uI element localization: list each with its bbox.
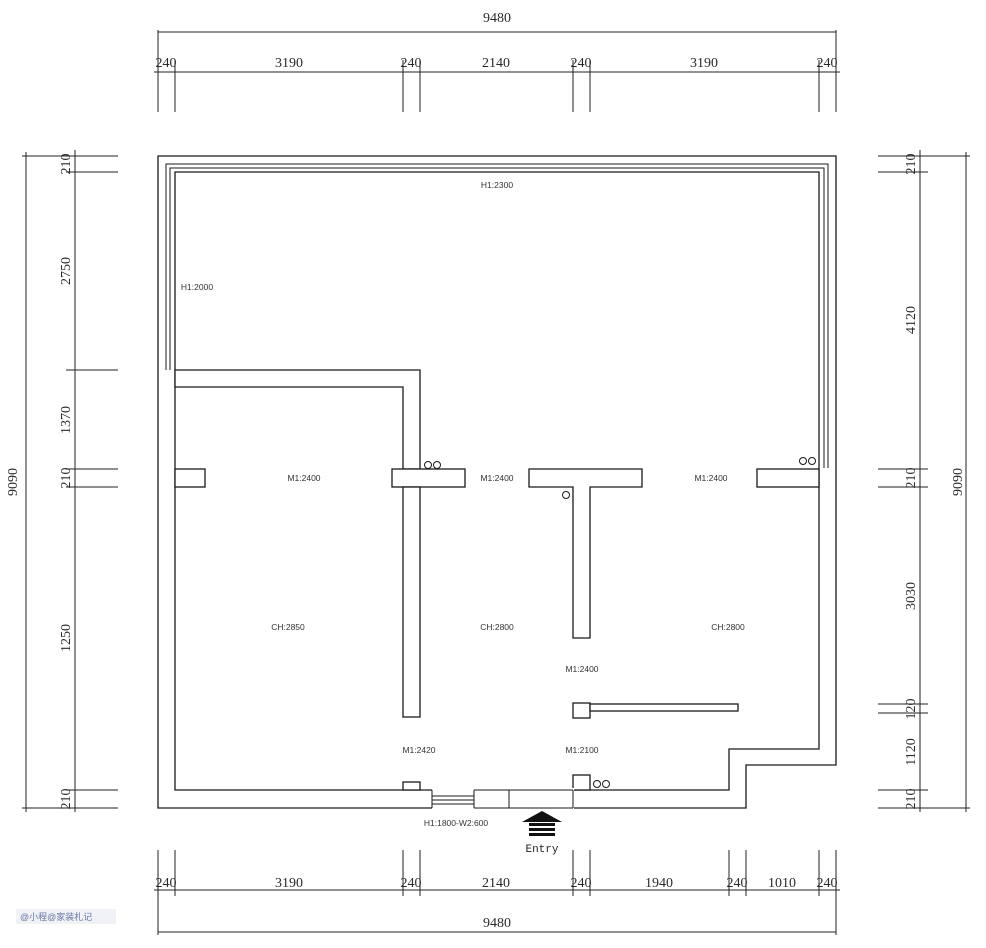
bottom-dim-8: 1010	[768, 876, 796, 891]
right-dim-3: 210	[904, 468, 919, 489]
bottom-dim-5: 240	[571, 876, 592, 891]
left-dim-6: 210	[59, 789, 74, 810]
right-dim-6: 1120	[904, 738, 919, 765]
right-dim-7: 210	[904, 789, 919, 810]
bottom-dim-1: 240	[156, 876, 177, 891]
counter-block	[572, 702, 591, 719]
exterior-wall	[157, 155, 837, 809]
pipe-icon	[562, 491, 570, 499]
bottom-dim-2: 3190	[275, 876, 303, 891]
left-dim-2: 2750	[59, 257, 74, 285]
right-dim-2: 4120	[904, 306, 919, 334]
partition-t-wall	[528, 468, 643, 639]
bottom-window-label: H1:1800-W2:600	[424, 818, 489, 828]
bottom-dim-3: 240	[401, 876, 422, 891]
watermark: @小程@家装札记	[16, 909, 116, 924]
right-dim-1: 210	[904, 154, 919, 175]
left-dim-3: 1370	[59, 406, 74, 434]
annotations: H1:2300 H1:2000 M1:2400 M1:2400 M1:2400 …	[181, 180, 745, 828]
top-room-height-label: H1:2300	[481, 180, 513, 190]
left-room-height-label: H1:2000	[181, 282, 213, 292]
partition-top	[174, 369, 421, 470]
wall-stub-mid-left	[391, 468, 466, 488]
door-label-2: M1:2400	[480, 473, 513, 483]
room-label-2: CH:2800	[480, 622, 514, 632]
bottom-dim-6: 1940	[645, 876, 673, 891]
left-dim-5: 1250	[59, 624, 74, 652]
counter-top	[589, 703, 739, 712]
wall-stub-bottom-right	[572, 774, 591, 791]
top-dim-5: 240	[571, 56, 592, 71]
top-room-inner-line	[165, 163, 829, 468]
top-room-inner-line-2	[169, 167, 825, 468]
top-dim-7: 240	[817, 56, 838, 71]
entry-door-opening	[474, 789, 574, 809]
right-dim-5: 120	[904, 699, 919, 720]
right-dim-4: 3030	[904, 582, 919, 610]
room-label-3: CH:2800	[711, 622, 745, 632]
top-total-dimension: 9480	[483, 11, 511, 26]
top-dimension-chain: 9480 240 3190 240 2140 240 3190 240	[154, 11, 840, 112]
left-dim-1: 210	[59, 154, 74, 175]
top-dim-4: 2140	[482, 56, 510, 71]
right-dimension-chain: 9090 210 4120 210 3030 120 1120 210	[878, 150, 970, 812]
top-dim-2: 3190	[275, 56, 303, 71]
pipe-icon	[433, 461, 441, 469]
pipe-icon	[602, 780, 610, 788]
door-label-1: M1:2400	[287, 473, 320, 483]
wall-stub-right	[756, 468, 820, 488]
partition-left-vertical	[402, 486, 421, 718]
left-dimension-chain: 9090 210 2750 1370 210 1250 210	[6, 150, 118, 812]
wall-stub-bottom-left	[402, 781, 421, 791]
wall-stub-left	[174, 468, 206, 488]
bottom-door-label-2: M1:2100	[565, 745, 598, 755]
left-dim-4: 210	[59, 468, 74, 489]
pipe-icon	[808, 457, 816, 465]
mid-opening-label: M1:2400	[565, 664, 598, 674]
top-dim-3: 240	[401, 56, 422, 71]
walls	[157, 155, 837, 810]
right-total-dimension: 9090	[951, 468, 966, 496]
door-label-3: M1:2400	[694, 473, 727, 483]
pipe-icon	[593, 780, 601, 788]
top-dim-1: 240	[156, 56, 177, 71]
pipe-icon	[424, 461, 432, 469]
left-total-dimension: 9090	[6, 468, 21, 496]
entry-arrow-icon	[522, 811, 562, 822]
bottom-dim-4: 2140	[482, 876, 510, 891]
pipe-icon	[799, 457, 807, 465]
bottom-window	[420, 789, 475, 809]
bottom-dim-7: 240	[727, 876, 748, 891]
bottom-dimension-chain: 240 3190 240 2140 240 1940 240 1010 240 …	[154, 850, 840, 935]
entry-label: Entry	[525, 844, 558, 856]
bottom-dim-9: 240	[817, 876, 838, 891]
room-label-1: CH:2850	[271, 622, 305, 632]
watermark-text: @小程@家装札记	[20, 911, 92, 922]
top-dim-6: 3190	[690, 56, 718, 71]
entry-marker: Entry	[522, 811, 562, 856]
bottom-total-dimension: 9480	[483, 916, 511, 931]
bottom-door-label-1: M1:2420	[402, 745, 435, 755]
pipe-fixtures	[424, 457, 816, 788]
